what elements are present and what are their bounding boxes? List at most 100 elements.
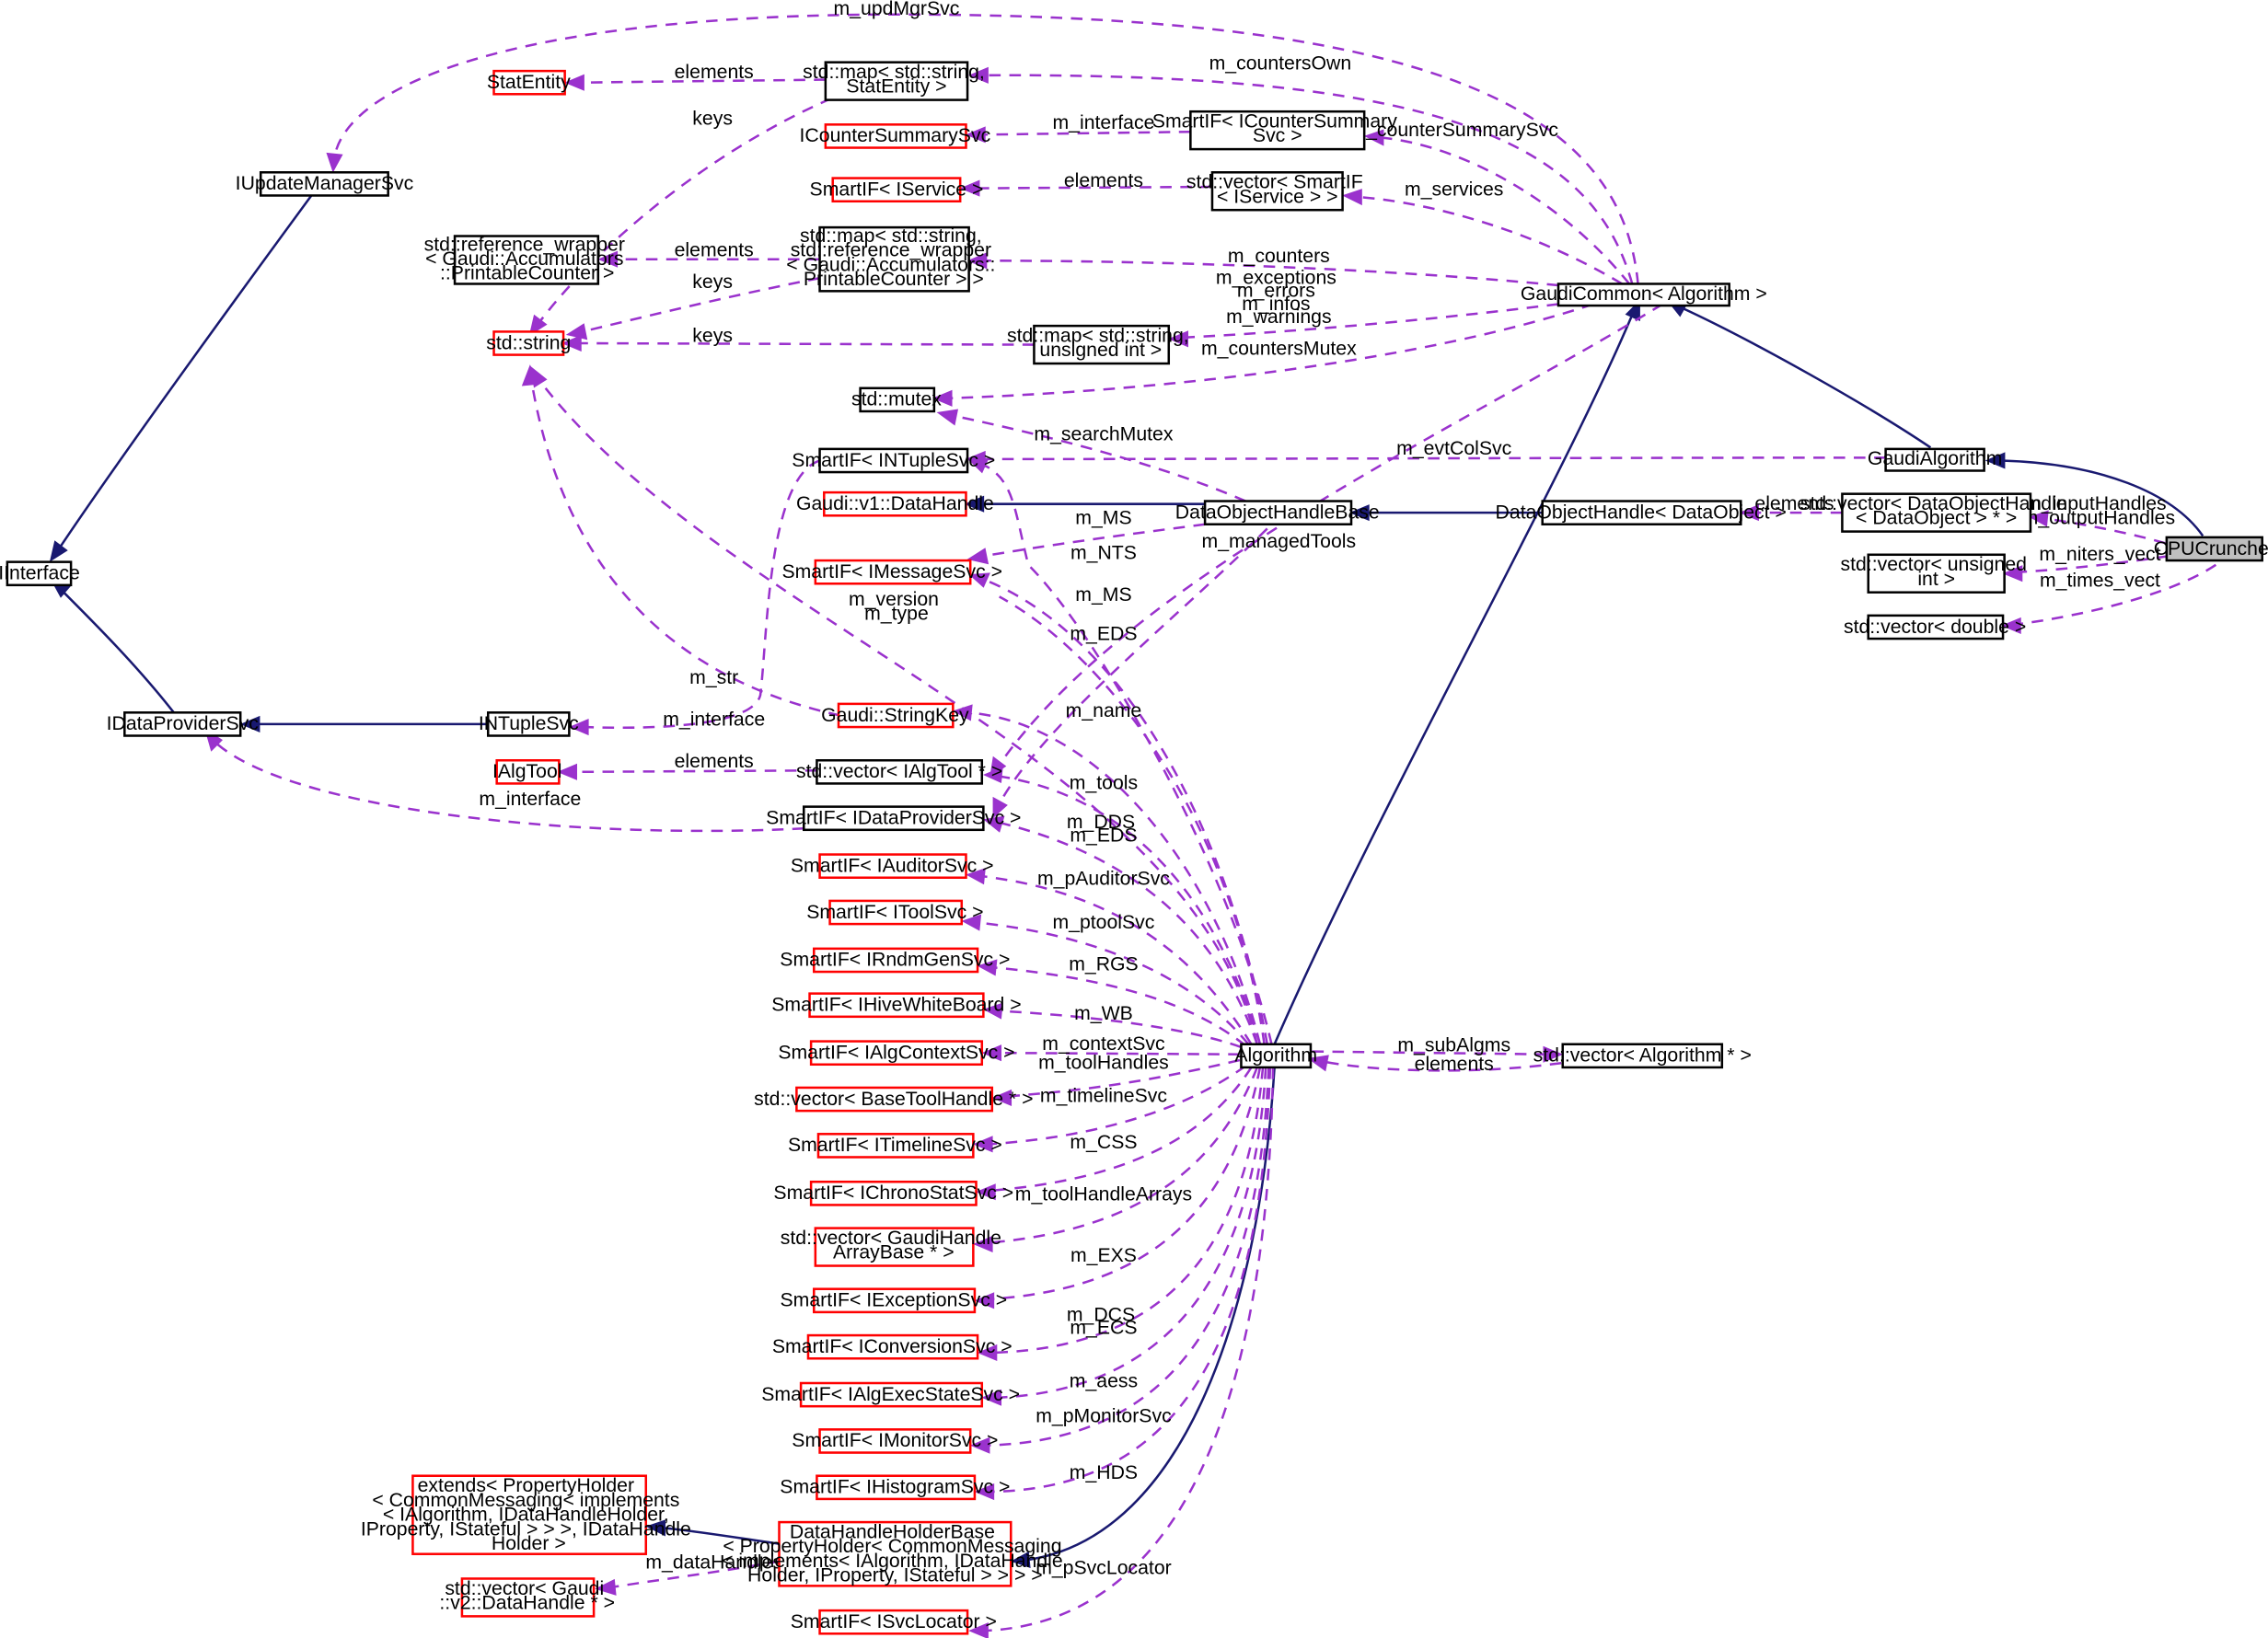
- node-gaudicommon[interactable]: GaudiCommon< Algorithm >: [1521, 283, 1767, 307]
- label-m-str: m_str: [689, 666, 738, 688]
- node-smartif-iservice[interactable]: SmartIF< IService >: [810, 177, 984, 203]
- label-m-css: m_CSS: [1070, 1131, 1137, 1153]
- node-smartif-iconversionsvc[interactable]: SmartIF< IConversionSvc >: [772, 1333, 1012, 1360]
- svg-text:SmartIF< IService >: SmartIF< IService >: [810, 178, 984, 200]
- svg-text:std::vector< BaseToolHandle *: std::vector< BaseToolHandle * >: [754, 1088, 1033, 1110]
- node-map-reference-wrapper[interactable]: std::map< std::string, std::reference_wr…: [786, 225, 1001, 293]
- label-m-countersown: m_countersOwn: [1209, 52, 1352, 75]
- node-idataprovidersvc[interactable]: IDataProviderSvc: [107, 711, 260, 737]
- label-m-contextsvc: m_contextSvc: [1042, 1032, 1165, 1055]
- label-m-interface-dp: m_interface: [479, 788, 581, 810]
- node-vector-smartif-iservice[interactable]: std::vector< SmartIF < IService > >: [1186, 171, 1369, 212]
- node-vector-unsigned[interactable]: std::vector< unsigned int >: [1841, 553, 2032, 594]
- svg-text:GaudiCommon< Algorithm >: GaudiCommon< Algorithm >: [1521, 283, 1767, 305]
- node-ialgtool[interactable]: IAlgTool: [492, 759, 562, 785]
- node-iupdatemanagersvc[interactable]: IUpdateManagerSvc: [236, 171, 414, 197]
- node-gaudialgorithm[interactable]: GaudiAlgorithm: [1868, 447, 2002, 472]
- svg-text:SmartIF< IDataProviderSvc >: SmartIF< IDataProviderSvc >: [766, 807, 1021, 829]
- node-smartif-intuplesvc[interactable]: SmartIF< INTupleSvc >: [792, 447, 995, 474]
- node-smartif-ialgexecstatesvc[interactable]: SmartIF< IAlgExecStateSvc >: [761, 1381, 1020, 1408]
- node-vector-ialgtool[interactable]: std::vector< IAlgTool * >: [796, 759, 1002, 785]
- svg-text:SmartIF< IConversionSvc >: SmartIF< IConversionSvc >: [772, 1335, 1012, 1357]
- node-std-string[interactable]: std::string: [486, 330, 571, 356]
- node-vector-v2-datahandle[interactable]: std::vector< Gaudi ::v2::DataHandle * >: [439, 1577, 615, 1618]
- edge-m-name: [952, 704, 1262, 1045]
- svg-text:std::vector< SmartIF <: std::vector< SmartIF < IService > >: [1186, 171, 1369, 208]
- node-smartif-ialgcontextsvc[interactable]: SmartIF< IAlgContextSvc >: [778, 1040, 1015, 1067]
- node-map-statentity[interactable]: std::map< std::string, StatEntity >: [803, 61, 990, 101]
- svg-text:SmartIF< IToolSvc >: SmartIF< IToolSvc >: [806, 901, 983, 923]
- label-m-dds: m_DDS m_EDS: [1067, 811, 1140, 846]
- node-iinterface[interactable]: IInterface: [0, 560, 80, 587]
- label-m-interface-cs: m_interface: [1052, 111, 1154, 133]
- svg-text:GaudiAlgorithm: GaudiAlgorithm: [1868, 447, 2002, 469]
- node-vector-algorithm[interactable]: std::vector< Algorithm * >: [1533, 1043, 1752, 1069]
- edge-m-psvclocator: [968, 1067, 1275, 1638]
- node-smartif-imonitorsvc[interactable]: SmartIF< IMonitorSvc >: [792, 1428, 998, 1454]
- node-smartif-icountersummarysvc[interactable]: SmartIF< ICounterSummary Svc >: [1152, 110, 1403, 151]
- node-statentity[interactable]: StatEntity: [487, 69, 571, 96]
- label-m-counters: m_counters: [1228, 245, 1330, 267]
- label-m-toolhandles: m_toolHandles: [1038, 1051, 1169, 1073]
- svg-text:IUpdateManagerSvc: IUpdateManagerSvc: [236, 172, 414, 194]
- svg-text:SmartIF< IHistogramSvc >: SmartIF< IHistogramSvc >: [780, 1476, 1010, 1498]
- svg-text:SmartIF< IAlgExecStateSvc >: SmartIF< IAlgExecStateSvc >: [761, 1383, 1020, 1405]
- edge-dataobjecthandlebase-dataobjecthandle: [1348, 504, 1543, 522]
- edge-datahandleholderbase-algorithm: [1010, 1067, 1276, 1569]
- svg-text:std::string: std::string: [486, 331, 571, 353]
- node-v1-datahandle[interactable]: Gaudi::v1::DataHandle: [796, 490, 994, 517]
- edge-keys3: [561, 334, 1035, 352]
- svg-text:DataObjectHandleBase: DataObjectHandleBase: [1175, 501, 1380, 523]
- label-m-ptoolsvc: m_ptoolSvc: [1052, 911, 1154, 933]
- node-smartif-ichronostatsvc[interactable]: SmartIF< IChronoStatSvc >: [773, 1180, 1013, 1206]
- node-stringkey[interactable]: Gaudi::StringKey: [821, 702, 969, 729]
- node-dataobjecthandlebase[interactable]: DataObjectHandleBase: [1175, 500, 1380, 525]
- svg-text:DataObjectHandle< DataObject >: DataObjectHandle< DataObject >: [1496, 501, 1787, 523]
- node-cpucruncher[interactable]: CPUCruncher: [2154, 536, 2268, 562]
- node-vector-basetoolhandle[interactable]: std::vector< BaseToolHandle * >: [754, 1086, 1033, 1113]
- svg-text:std::vector< Algorithm * >: std::vector< Algorithm * >: [1533, 1044, 1752, 1067]
- node-smartif-irndmgensvc[interactable]: SmartIF< IRndmGenSvc >: [780, 947, 1010, 974]
- svg-text:SmartIF< IAlgContextSvc >: SmartIF< IAlgContextSvc >: [778, 1041, 1014, 1063]
- node-icountersummarysvc[interactable]: ICounterSummarySvc: [800, 123, 991, 149]
- svg-text:SmartIF< IHiveWhiteBoard >: SmartIF< IHiveWhiteBoard >: [771, 994, 1021, 1016]
- edge-m-ptoolsvc: [961, 914, 1250, 1045]
- node-reference-wrapper[interactable]: std::reference_wrapper < Gaudi::Accumula…: [424, 233, 631, 285]
- svg-text:std::vector< Gaudi ::v: std::vector< Gaudi ::v2::DataHandle * >: [439, 1577, 615, 1614]
- svg-text:Gaudi::StringKey: Gaudi::StringKey: [821, 704, 969, 726]
- svg-text:std::mutex: std::mutex: [851, 388, 942, 410]
- node-smartif-iauditorsvc[interactable]: SmartIF< IAuditorSvc >: [791, 853, 994, 879]
- node-smartif-iexceptionsvc[interactable]: SmartIF< IExceptionSvc >: [780, 1287, 1007, 1314]
- node-smartif-itoolsvc[interactable]: SmartIF< IToolSvc >: [806, 899, 984, 926]
- node-smartif-ihistogramsvc[interactable]: SmartIF< IHistogramSvc >: [780, 1474, 1010, 1501]
- node-vector-dataobjecthandle[interactable]: std::vector< DataObjectHandle < DataObje…: [1800, 492, 2073, 533]
- label-m-searchmutex: m_searchMutex: [1034, 422, 1173, 444]
- edge-m-contextsvc: [981, 1044, 1240, 1062]
- edge-m-managedtools-2: [992, 527, 1268, 819]
- node-smartif-itimelinesvc[interactable]: SmartIF< ITimelineSvc >: [788, 1133, 1002, 1159]
- svg-text:Algorithm: Algorithm: [1234, 1044, 1317, 1067]
- svg-text:std::map< std::string,: std::map< std::string, std::reference_wr…: [786, 225, 1001, 290]
- edge-gaudicommon-gaudialgorithm: [1666, 300, 1932, 449]
- node-map-unsigned[interactable]: std::map< std::string, unsigned int >: [1007, 324, 1195, 365]
- svg-text:INTupleSvc: INTupleSvc: [479, 712, 579, 734]
- svg-text:DataHandleHolderBase <: DataHandleHolderBase < PropertyHolder< C…: [722, 1520, 1068, 1586]
- node-datahandleholderbase[interactable]: DataHandleHolderBase < PropertyHolder< C…: [722, 1520, 1068, 1587]
- node-smartif-ihivewhiteboard[interactable]: SmartIF< IHiveWhiteBoard >: [771, 992, 1022, 1019]
- edge-m-pauditorsvc: [966, 868, 1253, 1045]
- label-elements-tool: elements: [675, 750, 754, 772]
- node-smartif-imessagesvc[interactable]: SmartIF< IMessageSvc >: [781, 559, 1002, 585]
- node-std-mutex[interactable]: std::mutex: [851, 386, 942, 413]
- node-smartif-isvclocator[interactable]: SmartIF< ISvcLocator >: [791, 1609, 997, 1635]
- node-vector-double[interactable]: std::vector< double >: [1844, 614, 2026, 640]
- edge-m-hds: [974, 1067, 1272, 1501]
- node-algorithm[interactable]: Algorithm: [1234, 1043, 1317, 1069]
- svg-text:SmartIF< IMessageSvc >: SmartIF< IMessageSvc >: [781, 560, 1002, 583]
- node-extends-propertyholder[interactable]: extends< PropertyHolder < CommonMessagin…: [361, 1474, 697, 1555]
- node-dataobjecthandle[interactable]: DataObjectHandle< DataObject >: [1496, 500, 1787, 525]
- node-vector-gaudihandlearraybase[interactable]: std::vector< GaudiHandle ArrayBase * >: [781, 1227, 1007, 1267]
- label-m-rgs: m_RGS: [1069, 952, 1139, 975]
- node-smartif-idataprovidersvc[interactable]: SmartIF< IDataProviderSvc >: [766, 805, 1021, 832]
- node-intuplesvc[interactable]: INTupleSvc: [479, 711, 579, 737]
